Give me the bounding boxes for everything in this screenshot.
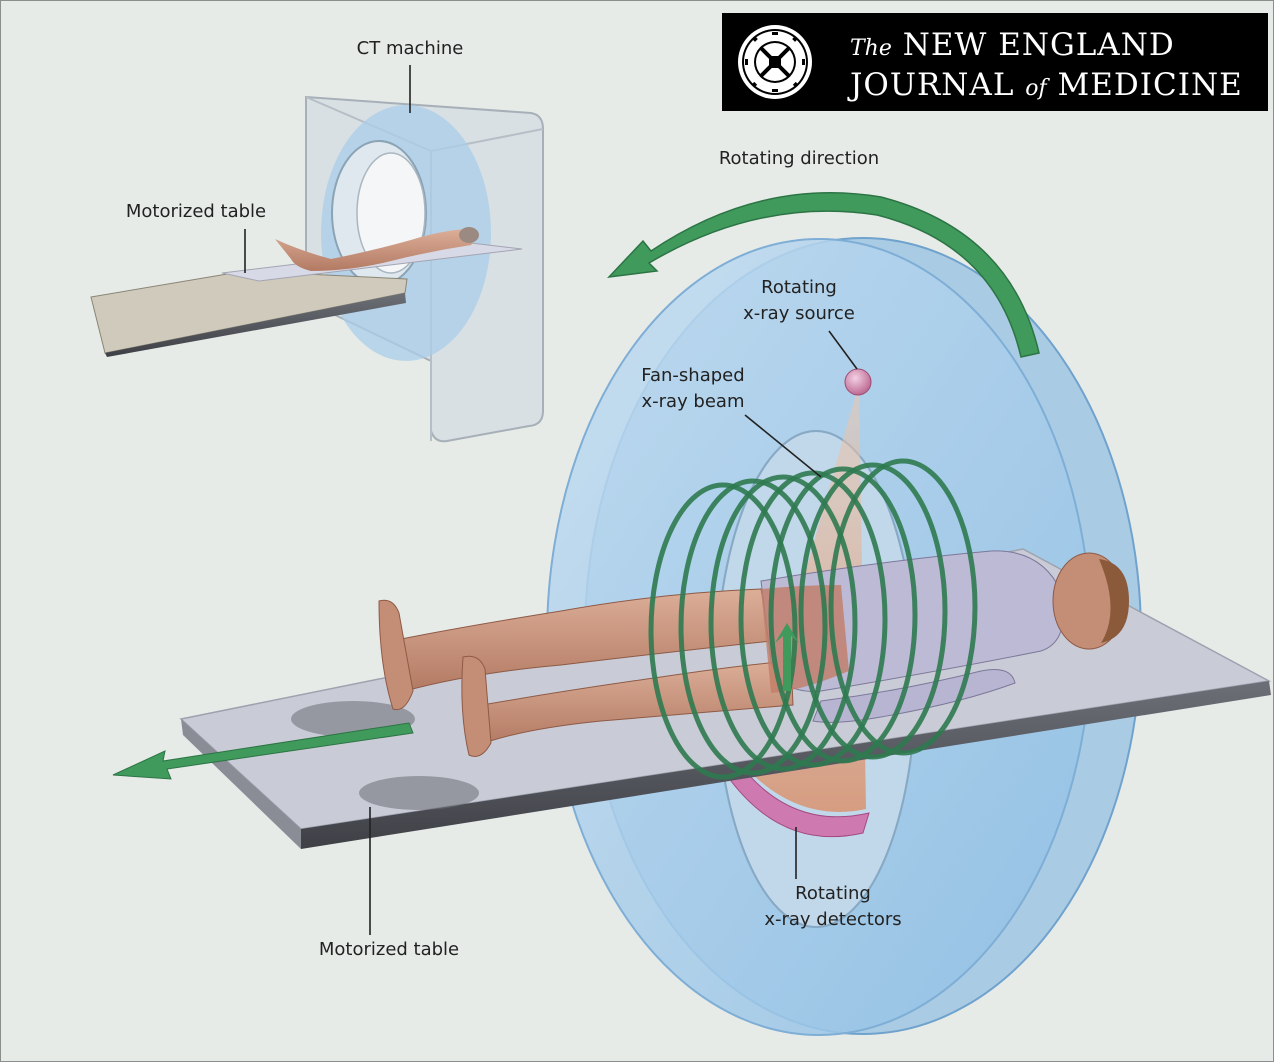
journal-masthead: The NEW ENGLAND JOURNAL of MEDICINE: [722, 13, 1268, 111]
label-rotating-xray-detectors: Rotating x-ray detectors: [749, 881, 917, 933]
journal-title-line2: JOURNAL of MEDICINE: [850, 67, 1243, 107]
label-fan-shaped-beam: Fan-shaped x-ray beam: [625, 363, 761, 415]
label-motorized-table-small: Motorized table: [119, 199, 273, 225]
label-rotating-direction: Rotating direction: [709, 146, 889, 172]
label-motorized-table-large: Motorized table: [307, 937, 471, 963]
journal-seal-icon: [736, 23, 814, 101]
journal-title: The NEW ENGLAND JOURNAL of MEDICINE: [850, 27, 1243, 107]
label-rotating-xray-source: Rotating x-ray source: [729, 275, 869, 327]
label-ct-machine: CT machine: [350, 36, 470, 62]
small-ct-machine: [91, 97, 543, 441]
journal-title-line1: The NEW ENGLAND: [850, 27, 1243, 67]
